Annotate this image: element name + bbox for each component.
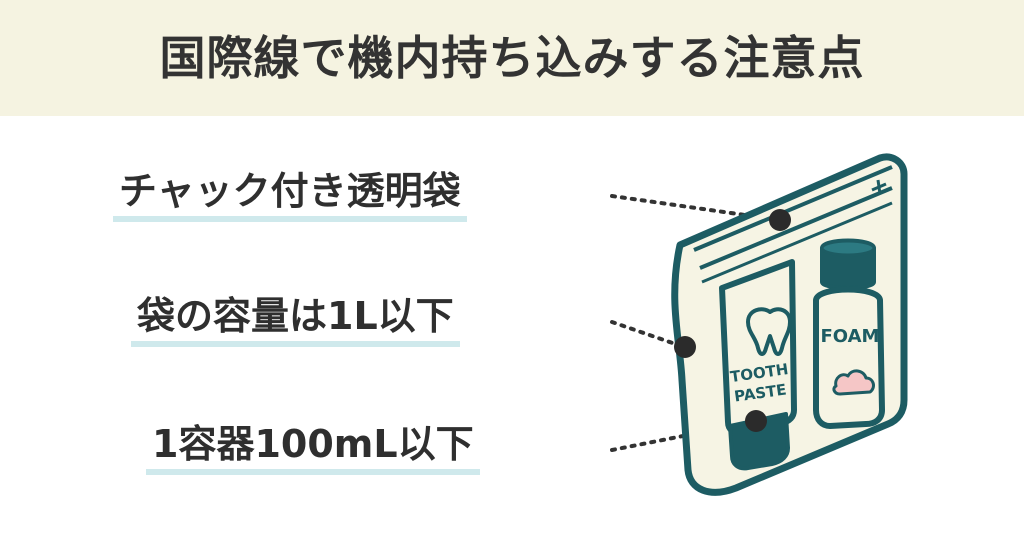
foam-icon (832, 369, 875, 396)
leader-line-capacity (610, 320, 686, 349)
foam-bottle-label: FOAM (821, 326, 880, 347)
dot-container (745, 410, 767, 432)
label-bag-capacity: 袋の容量は1L以下 (131, 285, 460, 350)
label-container-limit: 1容器100mL以下 (146, 413, 480, 478)
label-zipper-bag: チャック付き透明袋 (113, 160, 467, 225)
bag-zipper-2 (701, 201, 893, 284)
foam-bottle-cap-top (820, 239, 876, 257)
tooth-icon (746, 307, 792, 356)
dot-zipper (769, 209, 791, 231)
page-title: 国際線で機内持ち込みする注意点 (159, 31, 865, 85)
bag-seal-strip (693, 165, 893, 252)
zipper-pull-2 (876, 179, 882, 195)
bag-zipper (699, 186, 893, 270)
toothpaste-cap (728, 412, 790, 471)
dot-capacity (674, 336, 696, 358)
title-band (0, 0, 1024, 116)
